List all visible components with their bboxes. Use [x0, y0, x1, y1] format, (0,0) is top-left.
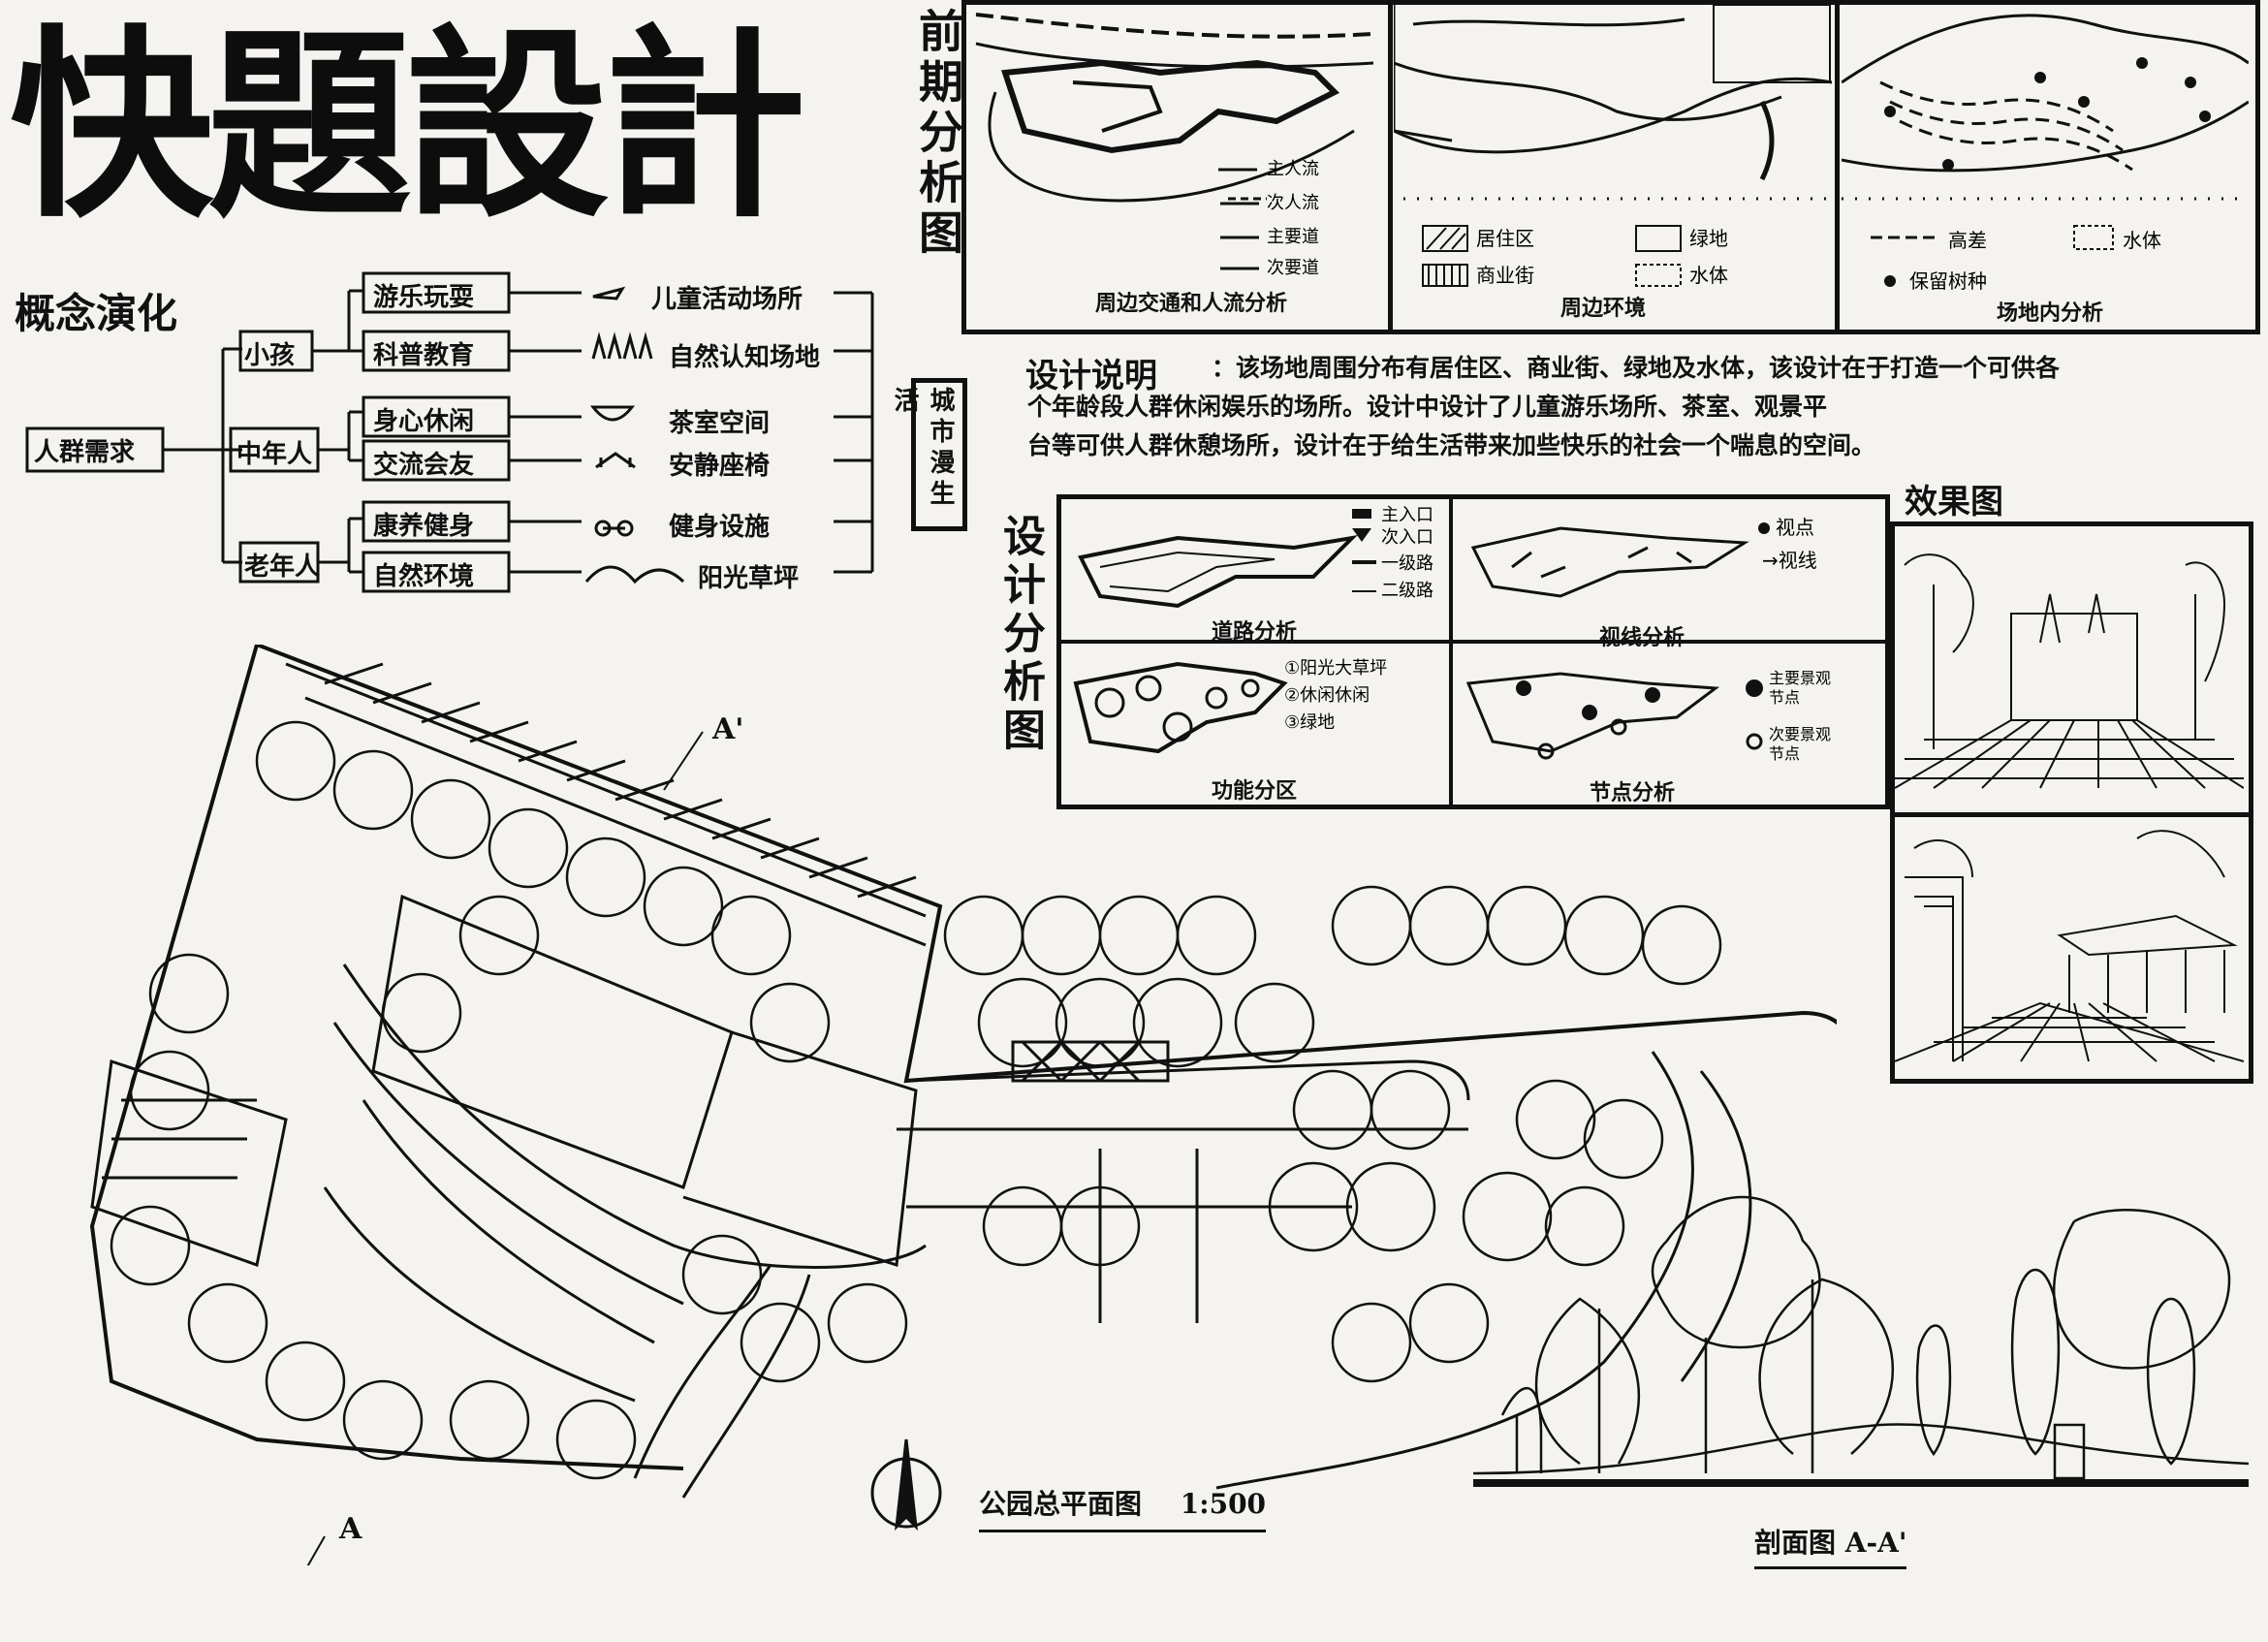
svg-text:→视线: →视线: [1762, 549, 1817, 572]
svg-text:主要道: 主要道: [1267, 227, 1319, 247]
plan-scale: 1:500: [1180, 1488, 1267, 1520]
concept-result: 城市漫生活: [890, 378, 967, 531]
function-zoning-map: ①阳光大草坪 ②休闲休闲 ③绿地: [1073, 658, 1387, 754]
concept-need-2: 科普教育: [373, 341, 475, 370]
pre-divider-2: [1835, 0, 1840, 330]
road-caption: 道路分析: [1212, 619, 1298, 645]
pre-analysis-frame: [961, 0, 2260, 334]
concept-need-3: 身心休闲: [373, 407, 475, 436]
design-notes-line-1: ：该场地周围分布有居住区、商业街、绿地及水体，该设计在于打造一个可供各: [1212, 354, 2061, 382]
design-notes-line-2: 个年龄段人群休闲娱乐的场所。设计中设计了儿童游乐场所、茶室、观景平: [1027, 393, 1828, 421]
svg-text:次人流: 次人流: [1267, 193, 1319, 213]
effect-divider: [1890, 812, 2253, 817]
svg-text:视点: 视点: [1776, 516, 1814, 539]
plan-caption: 公园总平面图 1:500: [979, 1483, 1267, 1532]
design-notes-line-3: 台等可供人群休憩场所，设计在于给生活带来加些快乐的社会一个喘息的空间。: [1027, 431, 1876, 459]
concept-need-4: 交流会友: [373, 451, 475, 480]
svg-text:②休闲休闲: ②休闲休闲: [1284, 685, 1370, 706]
svg-text:二级路: 二级路: [1381, 581, 1433, 601]
concept-space-4: 安静座椅: [669, 452, 771, 481]
pre-analysis-heading: 前期分析图: [912, 8, 964, 260]
svg-text:一级路: 一级路: [1381, 553, 1433, 574]
road-analysis-map: 主入口 次入口 一级路 二级路: [1078, 505, 1433, 609]
effect-heading: 效果图: [1905, 483, 2003, 521]
traffic-analysis-map: 主人流 次人流 主要道 次要道: [975, 13, 1374, 278]
concept-group-adult: 中年人: [236, 440, 313, 469]
effect-view-2: [1895, 830, 2244, 1062]
concept-need-6: 自然环境: [373, 562, 475, 591]
north-arrow-icon: [870, 1438, 942, 1531]
design-analysis-frame: [1056, 494, 1890, 809]
svg-text:主人流: 主人流: [1267, 159, 1319, 179]
section-caption: 剖面图 A-A': [1754, 1522, 1907, 1569]
svg-text:高差: 高差: [1948, 229, 1987, 252]
svg-text:水体: 水体: [2123, 229, 2161, 252]
svg-text:次要道: 次要道: [1267, 258, 1319, 278]
page-title: 快題設計: [10, 6, 806, 245]
plan-title: 公园总平面图: [979, 1488, 1143, 1520]
svg-text:主入口: 主入口: [1381, 505, 1433, 525]
surroundings-map: 居住区 商业街 绿地 水体: [1394, 5, 1832, 287]
effect-view-1: [1895, 553, 2244, 789]
concept-tree: [25, 271, 874, 593]
svg-text:次要景观: 次要景观: [1769, 725, 1831, 743]
concept-space-2: 自然认知场地: [669, 343, 821, 372]
svg-text:保留树种: 保留树种: [1909, 269, 1987, 293]
svg-text:节点: 节点: [1769, 688, 1800, 707]
effect-frame: [1890, 521, 2253, 1084]
concept-space-1: 儿童活动场所: [651, 285, 803, 314]
function-caption: 功能分区: [1212, 778, 1298, 804]
pre-panel2-caption: 周边环境: [1560, 296, 1647, 321]
design-divider-v: [1449, 494, 1453, 809]
concept-group-elder: 老年人: [244, 553, 321, 582]
design-divider-h: [1056, 640, 1890, 644]
section-drawing: [1473, 1195, 2249, 1487]
master-plan-drawing: [89, 645, 1837, 1565]
node-caption: 节点分析: [1590, 780, 1676, 805]
concept-root: 人群需求: [34, 438, 136, 467]
concept-need-1: 游乐玩耍: [373, 283, 475, 312]
svg-text:绿地: 绿地: [1689, 227, 1728, 250]
design-notes-body: ：该场地周围分布有居住区、商业街、绿地及水体，该设计在于打造一个可供各 个年龄段…: [1027, 349, 2258, 465]
svg-text:次入口: 次入口: [1381, 527, 1433, 548]
concept-space-6: 阳光草坪: [698, 564, 800, 593]
node-analysis-map: 主要景观 节点 次要景观 节点: [1465, 669, 1831, 763]
view-caption: 视线分析: [1599, 625, 1685, 650]
design-analysis-heading: 设计分析图: [995, 514, 1045, 756]
pre-panel3-caption: 场地内分析: [1997, 300, 2104, 326]
design-notes-heading: 设计说明: [1025, 357, 1157, 395]
section-mark-a-prime: A': [712, 712, 744, 746]
view-analysis-map: 视点 →视线: [1470, 516, 1817, 598]
svg-text:水体: 水体: [1689, 264, 1728, 287]
site-analysis-map: 高差 水体 保留树种: [1842, 14, 2249, 293]
svg-text:商业街: 商业街: [1476, 264, 1534, 287]
concept-need-5: 康养健身: [373, 512, 475, 541]
svg-text:居住区: 居住区: [1476, 227, 1534, 250]
svg-text:主要景观: 主要景观: [1769, 669, 1831, 687]
concept-heading: 概念演化: [15, 290, 178, 337]
concept-space-5: 健身设施: [669, 513, 771, 542]
section-mark-a: A: [339, 1512, 362, 1546]
svg-text:节点: 节点: [1769, 744, 1800, 763]
concept-group-child: 小孩: [244, 341, 296, 370]
svg-text:③绿地: ③绿地: [1284, 712, 1335, 733]
pre-panel1-caption: 周边交通和人流分析: [1095, 291, 1288, 316]
svg-text:①阳光大草坪: ①阳光大草坪: [1284, 658, 1387, 679]
concept-space-3: 茶室空间: [669, 409, 771, 438]
pre-divider-1: [1388, 0, 1393, 330]
